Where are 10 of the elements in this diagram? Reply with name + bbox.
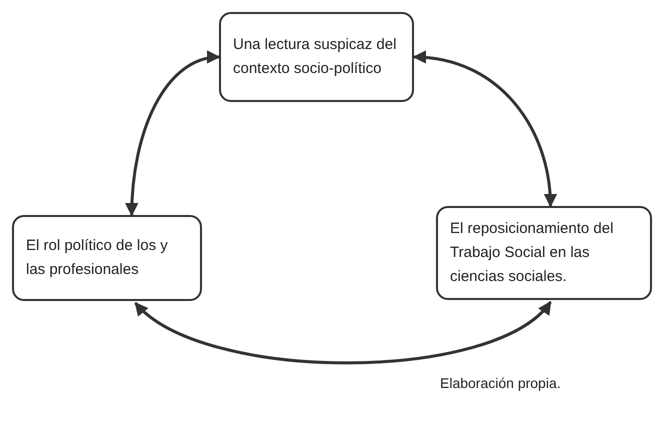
box-text: Una lectura suspicaz del contexto socio-político: [233, 35, 398, 79]
caption: Elaboración propia.: [440, 374, 561, 393]
concept-box: [12, 215, 202, 301]
double-arrow: [125, 52, 220, 216]
concept-box: [436, 206, 652, 300]
double-arrow: [412, 51, 557, 208]
box-text: El reposicionamiento del Trabajo Social en las ciencias sociales.: [450, 219, 614, 287]
concept-box: [219, 12, 414, 102]
box-text: El rol político de los y las profesionales: [26, 236, 169, 280]
double-arrow: [134, 300, 552, 364]
